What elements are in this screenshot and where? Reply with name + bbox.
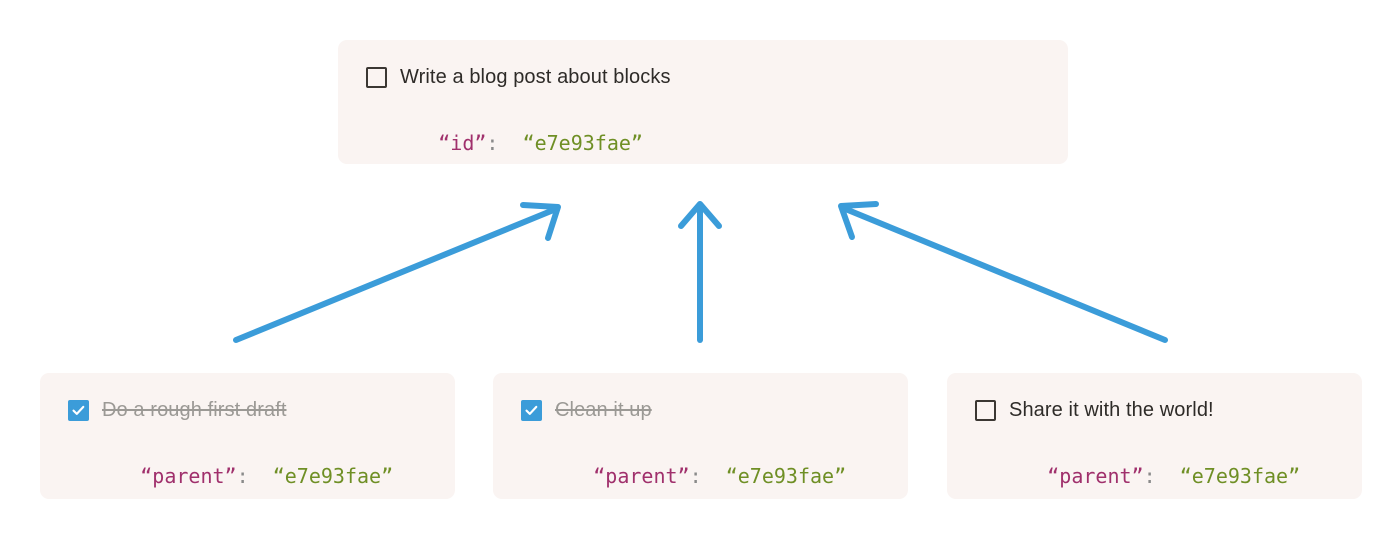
parent-block-card[interactable]: Write a blog post about blocks “id”: “e7… (338, 40, 1068, 164)
parent-todo-label: Write a blog post about blocks (400, 66, 671, 88)
child-code-line: “parent”: “e7e93fae” (68, 437, 427, 515)
checkbox-empty-icon[interactable] (975, 399, 996, 421)
child-todo-row[interactable]: Do a rough first draft (68, 397, 427, 423)
parent-todo-row[interactable]: Write a blog post about blocks (366, 64, 1040, 90)
child-todo-label: Clean it up (555, 399, 652, 421)
child-todo-label: Share it with the world! (1009, 399, 1214, 421)
child-todo-row[interactable]: Share it with the world! (975, 397, 1334, 423)
code-key: “parent” (593, 464, 690, 488)
code-key: “parent” (140, 464, 237, 488)
arrow-left-child-to-parent (233, 202, 561, 343)
checkbox-empty-icon[interactable] (366, 66, 387, 88)
child-block-card-3[interactable]: Share it with the world! “parent”: “e7e9… (947, 373, 1362, 499)
child-todo-label: Do a rough first draft (102, 399, 287, 421)
child-block-card-1[interactable]: Do a rough first draft “parent”: “e7e93f… (40, 373, 455, 499)
code-gap (498, 131, 522, 155)
child-block-card-2[interactable]: Clean it up “parent”: “e7e93fae” (493, 373, 908, 499)
child-code-line: “parent”: “e7e93fae” (975, 437, 1334, 515)
code-gap (1156, 464, 1180, 488)
code-key: “id” (438, 131, 487, 155)
code-colon: : (486, 131, 499, 155)
arrow-right-child-to-parent (838, 201, 1168, 343)
code-value: “e7e93fae” (272, 464, 394, 488)
code-colon: : (1143, 464, 1156, 488)
code-colon: : (689, 464, 702, 488)
code-value: “e7e93fae” (1179, 464, 1301, 488)
arrow-middle-child-to-parent (678, 201, 722, 343)
code-key: “parent” (1047, 464, 1144, 488)
code-colon: : (236, 464, 249, 488)
parent-code-line: “id”: “e7e93fae” (366, 104, 1040, 182)
checkbox-checked-icon[interactable] (68, 399, 89, 421)
code-value: “e7e93fae” (522, 131, 643, 155)
code-gap (702, 464, 726, 488)
checkbox-checked-icon[interactable] (521, 399, 542, 421)
code-value: “e7e93fae” (725, 464, 847, 488)
child-todo-row[interactable]: Clean it up (521, 397, 880, 423)
child-code-line: “parent”: “e7e93fae” (521, 437, 880, 515)
code-gap (249, 464, 273, 488)
